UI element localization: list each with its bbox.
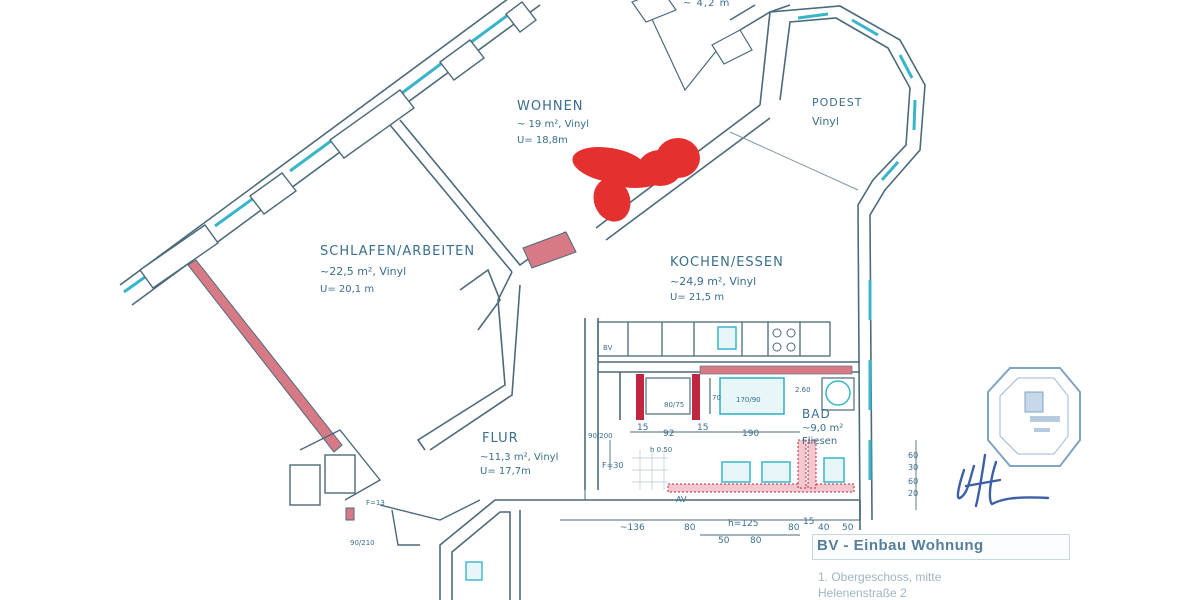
diagonal-pillars bbox=[139, 1, 537, 289]
brick-wall-segment bbox=[522, 231, 577, 269]
room-area-podest: Vinyl bbox=[812, 115, 839, 128]
kitchen-sink bbox=[717, 326, 737, 350]
bathtub bbox=[719, 377, 785, 415]
room-floor-bad: Fliesen bbox=[802, 436, 837, 447]
room-name-wohnen: WOHNEN bbox=[517, 99, 584, 114]
svg-text:15: 15 bbox=[697, 423, 708, 433]
svg-text:60: 60 bbox=[908, 451, 918, 460]
official-stamp bbox=[987, 367, 1081, 467]
lower-left-structure bbox=[289, 429, 481, 546]
title-block-title: BV - Einbau Wohnung bbox=[817, 537, 984, 554]
washing-machine bbox=[825, 380, 851, 406]
room-area-bad: ~9,0 m² bbox=[802, 423, 843, 434]
signature bbox=[956, 453, 1050, 508]
svg-text:h 0.50: h 0.50 bbox=[650, 446, 672, 454]
svg-text:15: 15 bbox=[803, 517, 814, 527]
shower-tray bbox=[645, 377, 691, 415]
svg-text:F=30: F=30 bbox=[602, 461, 623, 470]
svg-text:h=125: h=125 bbox=[728, 519, 758, 529]
svg-text:92: 92 bbox=[663, 429, 674, 439]
wohnen-door-swing bbox=[631, 0, 753, 92]
svg-text:2.60: 2.60 bbox=[795, 386, 811, 394]
tile-grid bbox=[632, 450, 668, 490]
room-name-schlafen: SCHLAFEN/ARBEITEN bbox=[320, 244, 475, 259]
bath-brick-wall-2 bbox=[692, 374, 700, 420]
room-name-bad: BAD bbox=[802, 407, 831, 421]
title-block-address: Helenenstraße 2 bbox=[818, 586, 907, 600]
svg-text:40: 40 bbox=[818, 523, 830, 533]
dimension-lines bbox=[560, 431, 917, 536]
red-scribble-redaction bbox=[572, 138, 700, 222]
bath-basins bbox=[721, 457, 845, 483]
podest-divider bbox=[729, 131, 859, 191]
title-block: BV - Einbau Wohnung bbox=[812, 534, 1070, 560]
small-brick bbox=[345, 507, 355, 521]
svg-text:90/200: 90/200 bbox=[588, 432, 613, 440]
room-area-flur: ~11,3 m², Vinyl bbox=[480, 452, 558, 463]
svg-text:60: 60 bbox=[908, 477, 918, 486]
room-perimeter-kochen: U= 21,5 m bbox=[670, 292, 724, 303]
svg-text:AV: AV bbox=[676, 495, 687, 504]
room-perimeter-wohnen: U= 18,8m bbox=[517, 135, 568, 146]
lower-sink bbox=[465, 561, 483, 581]
svg-text:80: 80 bbox=[684, 523, 696, 533]
svg-text:~136: ~136 bbox=[620, 523, 645, 533]
svg-text:80/75: 80/75 bbox=[664, 401, 684, 409]
room-name-podest: PODEST bbox=[812, 96, 862, 109]
svg-text:30: 30 bbox=[908, 463, 918, 472]
svg-text:80: 80 bbox=[788, 523, 800, 533]
svg-text:50: 50 bbox=[842, 523, 854, 533]
bath-brick-wall-1 bbox=[636, 374, 644, 420]
kitchen-stove bbox=[772, 328, 796, 352]
dimension-labels: 15 92 15 190 ~136 80 h=125 80 15 40 50 5… bbox=[350, 344, 918, 547]
lower-walls bbox=[439, 499, 861, 600]
schlafen-brick-wall bbox=[187, 259, 343, 453]
room-perimeter-schlafen: U= 20,1 m bbox=[320, 284, 374, 295]
room-name-kochen: KOCHEN/ESSEN bbox=[670, 255, 784, 270]
bath-floor-brick bbox=[667, 483, 855, 493]
top-label: ~ 4,2 m bbox=[683, 0, 730, 9]
bath-brick-top bbox=[699, 365, 853, 375]
svg-text:190: 190 bbox=[742, 429, 759, 439]
room-area-kochen: ~24,9 m², Vinyl bbox=[670, 275, 756, 288]
title-block-floor: 1. Obergeschoss, mitte bbox=[818, 570, 942, 584]
bath-brick-column-1 bbox=[797, 439, 807, 489]
svg-text:BV: BV bbox=[603, 344, 613, 352]
schlafen-walls bbox=[416, 268, 521, 451]
svg-text:170/90: 170/90 bbox=[736, 396, 761, 404]
svg-text:15: 15 bbox=[637, 423, 648, 433]
svg-text:90/210: 90/210 bbox=[350, 539, 375, 547]
washing-machine-box bbox=[821, 377, 855, 411]
podest-windows bbox=[797, 12, 917, 480]
svg-text:F=13: F=13 bbox=[366, 499, 385, 507]
kitchen-counter bbox=[597, 321, 831, 357]
svg-text:20: 20 bbox=[908, 489, 918, 498]
room-perimeter-flur: U= 17,7m bbox=[480, 466, 531, 477]
room-area-wohnen: ~ 19 m², Vinyl bbox=[517, 119, 589, 130]
svg-text:80: 80 bbox=[750, 536, 762, 546]
svg-text:70: 70 bbox=[712, 394, 721, 402]
bath-brick-column-2 bbox=[807, 439, 817, 489]
room-name-flur: FLUR bbox=[482, 431, 519, 446]
room-area-schlafen: ~22,5 m², Vinyl bbox=[320, 265, 406, 278]
svg-text:50: 50 bbox=[718, 536, 730, 546]
podest-bay-walls bbox=[759, 5, 926, 521]
